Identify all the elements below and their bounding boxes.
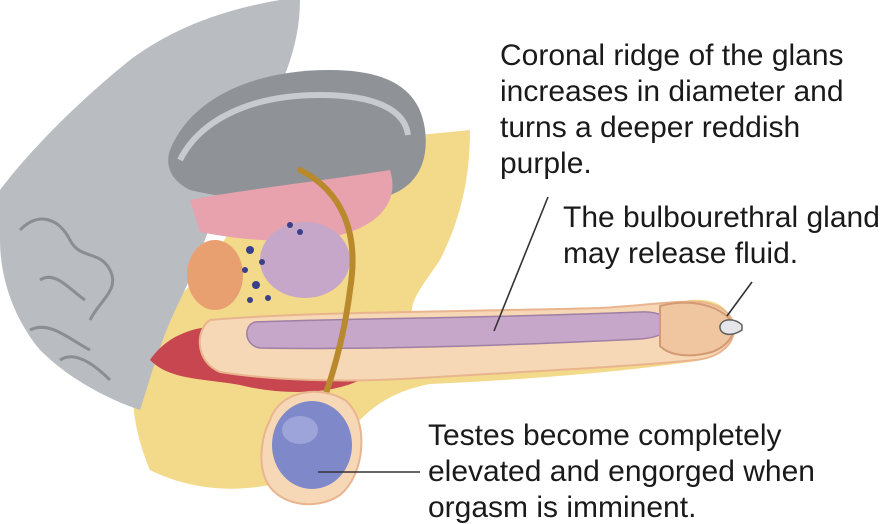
- label-bulbourethral-gland: The bulbourethral gland may release flui…: [563, 200, 880, 272]
- label-testes-line-3: orgasm is imminent.: [428, 490, 815, 524]
- testis-highlight: [282, 416, 318, 444]
- label-bulbo-line-2: may release fluid.: [563, 236, 880, 272]
- label-coronal-line-2: increases in diameter and: [500, 74, 844, 110]
- leader-line-bulbourethral: [727, 282, 752, 316]
- label-testes-line-1: Testes become completely: [428, 418, 815, 454]
- label-bulbo-line-1: The bulbourethral gland: [563, 200, 880, 236]
- label-testes-line-2: elevated and engorged when: [428, 454, 815, 490]
- testis: [272, 401, 352, 489]
- label-coronal-ridge: Coronal ridge of the glans increases in …: [500, 38, 844, 182]
- label-coronal-line-1: Coronal ridge of the glans: [500, 38, 844, 74]
- label-coronal-line-3: turns a deeper reddish: [500, 110, 844, 146]
- fluid-droplet: [720, 320, 742, 334]
- label-testes: Testes become completely elevated and en…: [428, 418, 815, 524]
- prostate: [187, 240, 243, 310]
- seminal-vesicle: [260, 222, 350, 298]
- label-coronal-line-4: purple.: [500, 146, 844, 182]
